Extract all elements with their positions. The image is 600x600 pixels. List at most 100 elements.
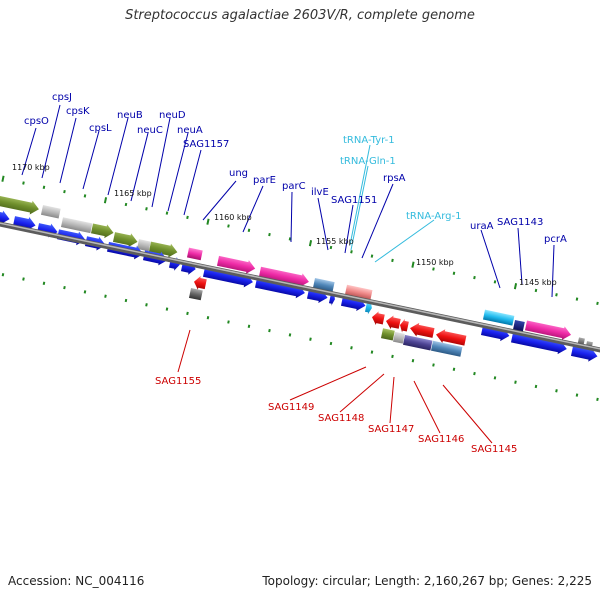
tick-mark [370,254,374,258]
gene-label[interactable]: SAG1157 [183,139,229,150]
gene-label[interactable]: neuC [137,125,163,136]
tick-mark [42,281,46,285]
tick-mark [391,354,394,359]
tick-mark [452,367,456,371]
gene-label[interactable]: pcrA [544,234,567,245]
tick-mark [206,218,210,225]
gene-label[interactable]: uraA [470,221,494,232]
tick-mark [308,240,313,247]
gene-feature[interactable] [40,205,61,219]
gene-feature[interactable] [510,331,569,356]
gene-label[interactable]: SAG1148 [318,413,364,424]
gene-label[interactable]: SAG1147 [368,424,414,435]
gene-feature[interactable] [409,321,435,340]
gene-label[interactable]: SAG1151 [331,195,377,206]
gene-label[interactable]: rpsA [383,173,406,184]
gene-feature[interactable] [60,217,93,234]
gene-label[interactable]: cpsO [24,116,49,127]
gene-feature[interactable] [402,334,433,351]
tick-mark [22,277,25,281]
tick-mark [186,215,189,220]
tick-mark [104,294,107,298]
gene-label[interactable]: ung [229,168,248,179]
gene-feature[interactable] [392,331,405,344]
tick-mark [534,384,538,389]
tick-mark [247,228,251,232]
scale-label: 1160 kbp [214,213,252,222]
tick-mark [186,311,189,316]
gene-feature[interactable] [480,323,511,342]
rna-label[interactable]: tRNA-Tyr-1 [343,135,395,146]
tick-mark [63,189,66,194]
gene-feature[interactable] [258,265,311,289]
gene-feature[interactable] [0,208,11,226]
tick-mark [391,258,394,263]
gene-feature[interactable] [524,319,573,342]
genome-backbone-highlight [0,222,600,350]
tick-mark [596,397,599,402]
tick-mark [452,271,456,275]
tick-mark [309,337,312,341]
gene-label[interactable]: SAG1146 [418,434,464,445]
scale-label: 1150 kbp [416,258,454,267]
tick-mark [268,328,271,333]
tick-mark [63,285,66,290]
gene-label[interactable]: SAG1145 [471,444,517,455]
gene-feature[interactable] [0,192,40,216]
tick-mark [411,261,415,268]
gene-label[interactable]: cpsK [66,106,90,117]
gene-label[interactable]: SAG1155 [155,376,201,387]
gene-feature[interactable] [112,230,139,249]
gene-feature[interactable] [371,310,386,326]
tick-marks [1,175,599,402]
gene-feature[interactable] [399,318,410,333]
map-title: Streptococcus agalactiae 2603V/R, comple… [125,8,475,23]
gene-feature[interactable] [482,309,515,326]
tick-mark [22,181,25,185]
gene-feature[interactable] [193,275,208,291]
gene-feature[interactable] [90,222,115,240]
gene-feature[interactable] [186,247,203,261]
tick-mark [432,267,435,271]
rna-label[interactable]: tRNA-Gln-1 [340,156,396,167]
scale-label: 1155 kbp [316,237,354,246]
gene-feature[interactable] [435,328,467,348]
gene-feature[interactable] [216,254,257,276]
gene-feature[interactable] [380,328,395,341]
tick-mark [288,333,292,337]
genome-stats-text: Topology: circular; Length: 2,160,267 bp… [262,574,592,588]
tick-mark [1,175,5,182]
rna-label[interactable]: tRNA-Arg-1 [406,211,461,222]
gene-label[interactable]: cpsJ [52,92,72,103]
tick-mark [534,288,538,293]
tick-mark [329,245,333,250]
gene-feature[interactable] [430,340,463,357]
gene-feature[interactable] [202,265,255,289]
tick-mark [227,224,230,228]
tick-mark [165,307,169,311]
gene-label[interactable]: ilvE [311,187,329,198]
gene-label[interactable]: parC [282,181,306,192]
scale-label: 1170 kbp [12,163,50,172]
gene-label[interactable]: neuA [177,125,203,136]
gene-feature[interactable] [344,284,373,300]
label-leader-lines [21,104,555,444]
tick-mark [575,297,579,301]
gene-feature[interactable] [148,240,179,259]
tick-mark [268,232,271,237]
tick-mark [370,350,374,354]
gene-feature[interactable] [188,288,203,301]
gene-feature[interactable] [136,239,151,252]
gene-label[interactable]: SAG1143 [497,217,543,228]
gene-feature[interactable] [254,276,307,300]
tick-mark [575,393,579,397]
gene-feature[interactable] [385,314,402,331]
gene-label[interactable]: parE [253,175,276,186]
tick-mark [350,250,353,254]
gene-label[interactable]: SAG1149 [268,402,314,413]
gene-label[interactable]: neuB [117,110,143,121]
gene-label[interactable]: neuD [159,110,186,121]
tick-mark [124,298,128,303]
gene-feature[interactable] [512,319,525,332]
gene-label[interactable]: cpsL [89,123,112,134]
